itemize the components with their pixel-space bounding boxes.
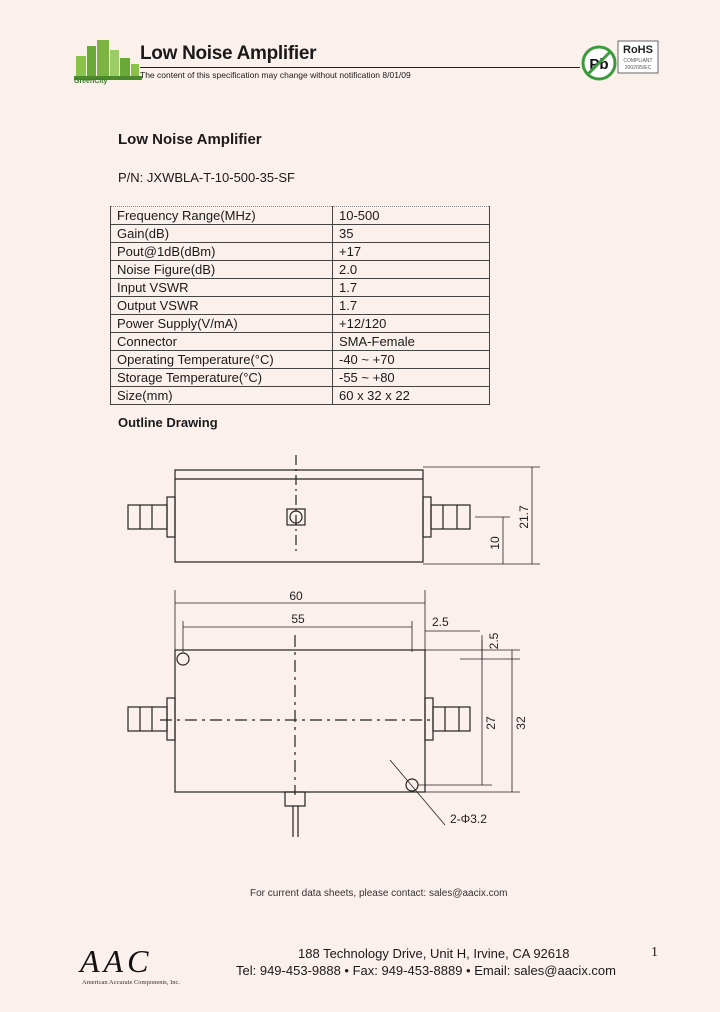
brand-name: GreenCity — [74, 78, 108, 85]
spec-value: -40 ~ +70 — [332, 350, 490, 369]
dim-hole-span-x: 55 — [291, 612, 305, 626]
outline-drawing: 21.7 10 60 55 2.5 2.5 27 32 2-Φ3.2 — [127, 455, 540, 837]
address-line: 188 Technology Drive, Unit H, Irvine, CA… — [298, 946, 570, 961]
page-number: 1 — [651, 945, 658, 960]
spec-value: 10-500 — [332, 206, 490, 225]
spec-value: +17 — [332, 242, 490, 261]
dim-hole-span-y: 27 — [484, 716, 498, 730]
part-number: P/N: JXWBLA-T-10-500-35-SF — [118, 170, 295, 185]
spec-row: Pout@1dB(dBm)+17 — [110, 242, 490, 261]
side-view-left-connector — [127, 504, 168, 530]
header-title: Low Noise Amplifier — [140, 43, 317, 64]
spec-label: Frequency Range(MHz) — [110, 206, 333, 225]
mounting-hole-1 — [176, 652, 190, 666]
outline-title: Outline Drawing — [118, 415, 218, 430]
header-note: The content of this specification may ch… — [140, 70, 411, 80]
greencity-logo — [74, 40, 142, 80]
svg-text:American Accurate Components,: American Accurate Components, Inc. — [82, 979, 180, 986]
spec-label: Connector — [110, 332, 333, 351]
spec-value: -55 ~ +80 — [332, 368, 490, 387]
spec-row: Power Supply(V/mA)+12/120 — [110, 314, 490, 333]
dim-length: 60 — [289, 589, 303, 603]
dim-holes: 2-Φ3.2 — [450, 812, 487, 826]
pb-free-icon: Pb — [581, 45, 617, 81]
rohs-compliant-icon: RoHS COMPLIANT 2002/95/EC — [617, 40, 659, 74]
spec-value: SMA-Female — [332, 332, 490, 351]
spec-value: 2.0 — [332, 260, 490, 279]
spec-label: Noise Figure(dB) — [110, 260, 333, 279]
dim-height-total: 21.7 — [517, 505, 531, 529]
spec-row: Gain(dB)35 — [110, 224, 490, 243]
spec-row: Noise Figure(dB)2.0 — [110, 260, 490, 279]
dim-hole-offset-y: 2.5 — [487, 632, 501, 649]
spec-label: Pout@1dB(dBm) — [110, 242, 333, 261]
top-view-right-connector — [432, 706, 471, 732]
top-view-body — [174, 649, 426, 793]
header-rule — [140, 67, 580, 68]
spec-value: +12/120 — [332, 314, 490, 333]
spec-label: Operating Temperature(°C) — [110, 350, 333, 369]
spec-label: Power Supply(V/mA) — [110, 314, 333, 333]
aac-logo: AAC American Accurate Components, Inc. — [78, 943, 180, 986]
spec-label: Output VSWR — [110, 296, 333, 315]
spec-row: Storage Temperature(°C)-55 ~ +80 — [110, 368, 490, 387]
spec-label: Storage Temperature(°C) — [110, 368, 333, 387]
svg-text:RoHS: RoHS — [623, 44, 653, 56]
dim-hole-offset-x: 2.5 — [432, 615, 449, 629]
spec-row: Operating Temperature(°C)-40 ~ +70 — [110, 350, 490, 369]
spec-label: Input VSWR — [110, 278, 333, 297]
spec-value: 35 — [332, 224, 490, 243]
svg-text:COMPLIANT: COMPLIANT — [623, 58, 652, 64]
svg-text:AAC: AAC — [78, 943, 152, 979]
side-view-right-connector — [430, 504, 471, 530]
dim-width: 32 — [514, 716, 528, 730]
spec-value: 1.7 — [332, 296, 490, 315]
top-view-left-connector — [127, 706, 168, 732]
spec-value: 1.7 — [332, 278, 490, 297]
document-title: Low Noise Amplifier — [118, 131, 262, 148]
contact-line: For current data sheets, please contact:… — [250, 888, 508, 899]
spec-row: Frequency Range(MHz)10-500 — [110, 206, 490, 225]
spec-row: Size(mm)60 x 32 x 22 — [110, 386, 490, 405]
side-view-body — [174, 469, 424, 563]
phone-line: Tel: 949-453-9888 • Fax: 949-453-8889 • … — [236, 963, 616, 978]
spec-label: Gain(dB) — [110, 224, 333, 243]
spec-label: Size(mm) — [110, 386, 333, 405]
spec-value: 60 x 32 x 22 — [332, 386, 490, 405]
dim-height-conn: 10 — [488, 536, 502, 550]
svg-text:2002/95/EC: 2002/95/EC — [625, 65, 652, 71]
